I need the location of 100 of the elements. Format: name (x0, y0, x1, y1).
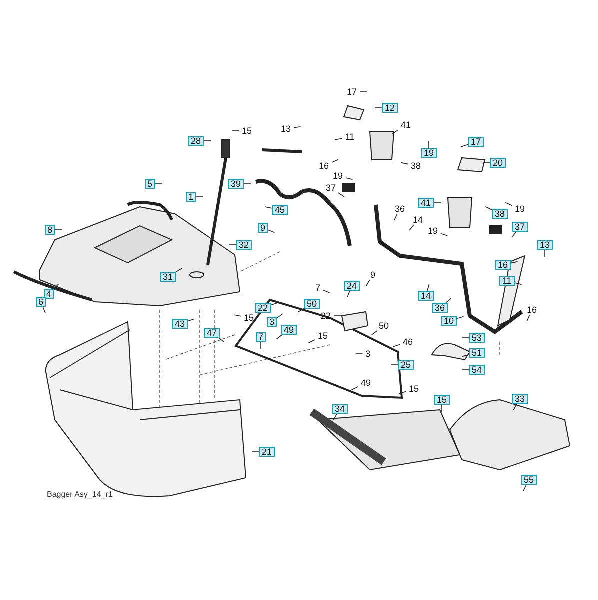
callout-number: 16 (316, 161, 332, 171)
leader-line (523, 484, 527, 492)
leader-line (260, 342, 262, 350)
callout-number: 4 (44, 289, 54, 299)
callout-number: 8 (44, 225, 56, 235)
callout-number: 55 (521, 475, 537, 485)
callout-number: 11 (499, 276, 515, 286)
callout-number: 17 (468, 137, 484, 147)
leader-line (544, 250, 546, 258)
callout-number: 12 (382, 103, 398, 113)
callout-number: 15 (241, 313, 257, 323)
leader-line (392, 130, 399, 134)
leader-line (276, 334, 283, 340)
leader-line (232, 130, 240, 132)
callout-number: 46 (400, 337, 416, 347)
leader-line (346, 178, 354, 180)
callout-number: 1 (186, 192, 196, 202)
callout-number: 50 (376, 321, 392, 331)
leader-line (427, 284, 430, 292)
leader-line (218, 338, 225, 343)
leader-line (308, 340, 316, 344)
leader-line (351, 386, 358, 390)
callout-number: 19 (425, 226, 441, 236)
leader-line (188, 318, 195, 322)
callout-number: 10 (441, 316, 457, 326)
callout-number: 16 (495, 260, 511, 270)
callout-number: 20 (490, 158, 506, 168)
leader-line (400, 162, 408, 165)
callout-number: 50 (304, 299, 320, 309)
leader-line (333, 414, 338, 420)
leader-line (196, 196, 204, 198)
callout-number: 36 (392, 204, 408, 214)
callout-number: 36 (432, 303, 448, 313)
callout-number: 9 (368, 270, 378, 280)
leader-line (334, 138, 342, 140)
leader-line (347, 290, 350, 298)
callout-number: 54 (469, 365, 485, 375)
leader-line (513, 404, 518, 410)
leader-line (390, 364, 398, 366)
callout-number: 37 (323, 183, 339, 193)
callout-number: 21 (259, 447, 275, 457)
callout-number: 47 (204, 328, 220, 338)
callout-number: 6 (36, 297, 46, 307)
callout-number: 49 (281, 325, 297, 335)
leader-line (505, 202, 512, 206)
leader-line (485, 206, 492, 210)
callout-number: 5 (144, 179, 156, 189)
callout-number: 7 (256, 332, 266, 342)
leader-line (461, 144, 468, 148)
leader-line (482, 162, 490, 164)
leader-line (456, 316, 464, 320)
leader-line (332, 159, 339, 163)
callout-number: 14 (410, 215, 426, 225)
callout-number: 49 (358, 378, 374, 388)
leader-line (268, 230, 276, 234)
callout-number: 15 (406, 384, 422, 394)
callout-number: 13 (537, 240, 553, 250)
callout-number: 45 (272, 205, 288, 215)
callout-number: 41 (418, 198, 434, 208)
callout-number: 11 (342, 132, 358, 142)
leader-line (446, 298, 452, 304)
leader-line (42, 306, 46, 314)
drawing-reference: Bagger Asy_14_r1 (47, 490, 113, 499)
leader-line (393, 344, 400, 348)
callout-number: 38 (492, 209, 508, 219)
leader-line (462, 354, 470, 358)
callout-number: 3 (266, 317, 278, 327)
leader-line (176, 268, 182, 273)
leader-line (394, 214, 398, 221)
callout-number: 19 (330, 171, 346, 181)
leader-line (434, 202, 442, 204)
leader-line (514, 282, 522, 286)
callout-number: 19 (512, 204, 528, 214)
leader-line (440, 233, 448, 236)
callout-number: 53 (469, 333, 485, 343)
callout-number: 13 (278, 124, 294, 134)
callout-number: 24 (344, 281, 360, 291)
callout-number: 16 (524, 305, 540, 315)
callout-number: 3 (362, 349, 374, 359)
callout-number: 19 (421, 148, 437, 158)
leader-line (234, 314, 242, 317)
leader-line (294, 126, 302, 128)
leader-line (270, 302, 278, 306)
callout-number: 15 (239, 126, 255, 136)
callout-number: 37 (512, 222, 528, 232)
leader-line (276, 314, 284, 318)
callout-number: 25 (398, 360, 414, 370)
leader-line (338, 192, 345, 198)
leader-line (54, 284, 60, 290)
leader-line (228, 244, 236, 246)
leader-line (512, 232, 517, 238)
callout-number: 15 (315, 331, 331, 341)
callout-number: 31 (160, 272, 176, 282)
callout-number: 22 (255, 303, 271, 313)
callout-number: 15 (434, 395, 450, 405)
callout-number: 33 (512, 394, 528, 404)
leader-line (204, 140, 212, 142)
callout-number: 51 (469, 348, 485, 358)
callout-number: 14 (418, 291, 434, 301)
leader-line (322, 290, 330, 294)
